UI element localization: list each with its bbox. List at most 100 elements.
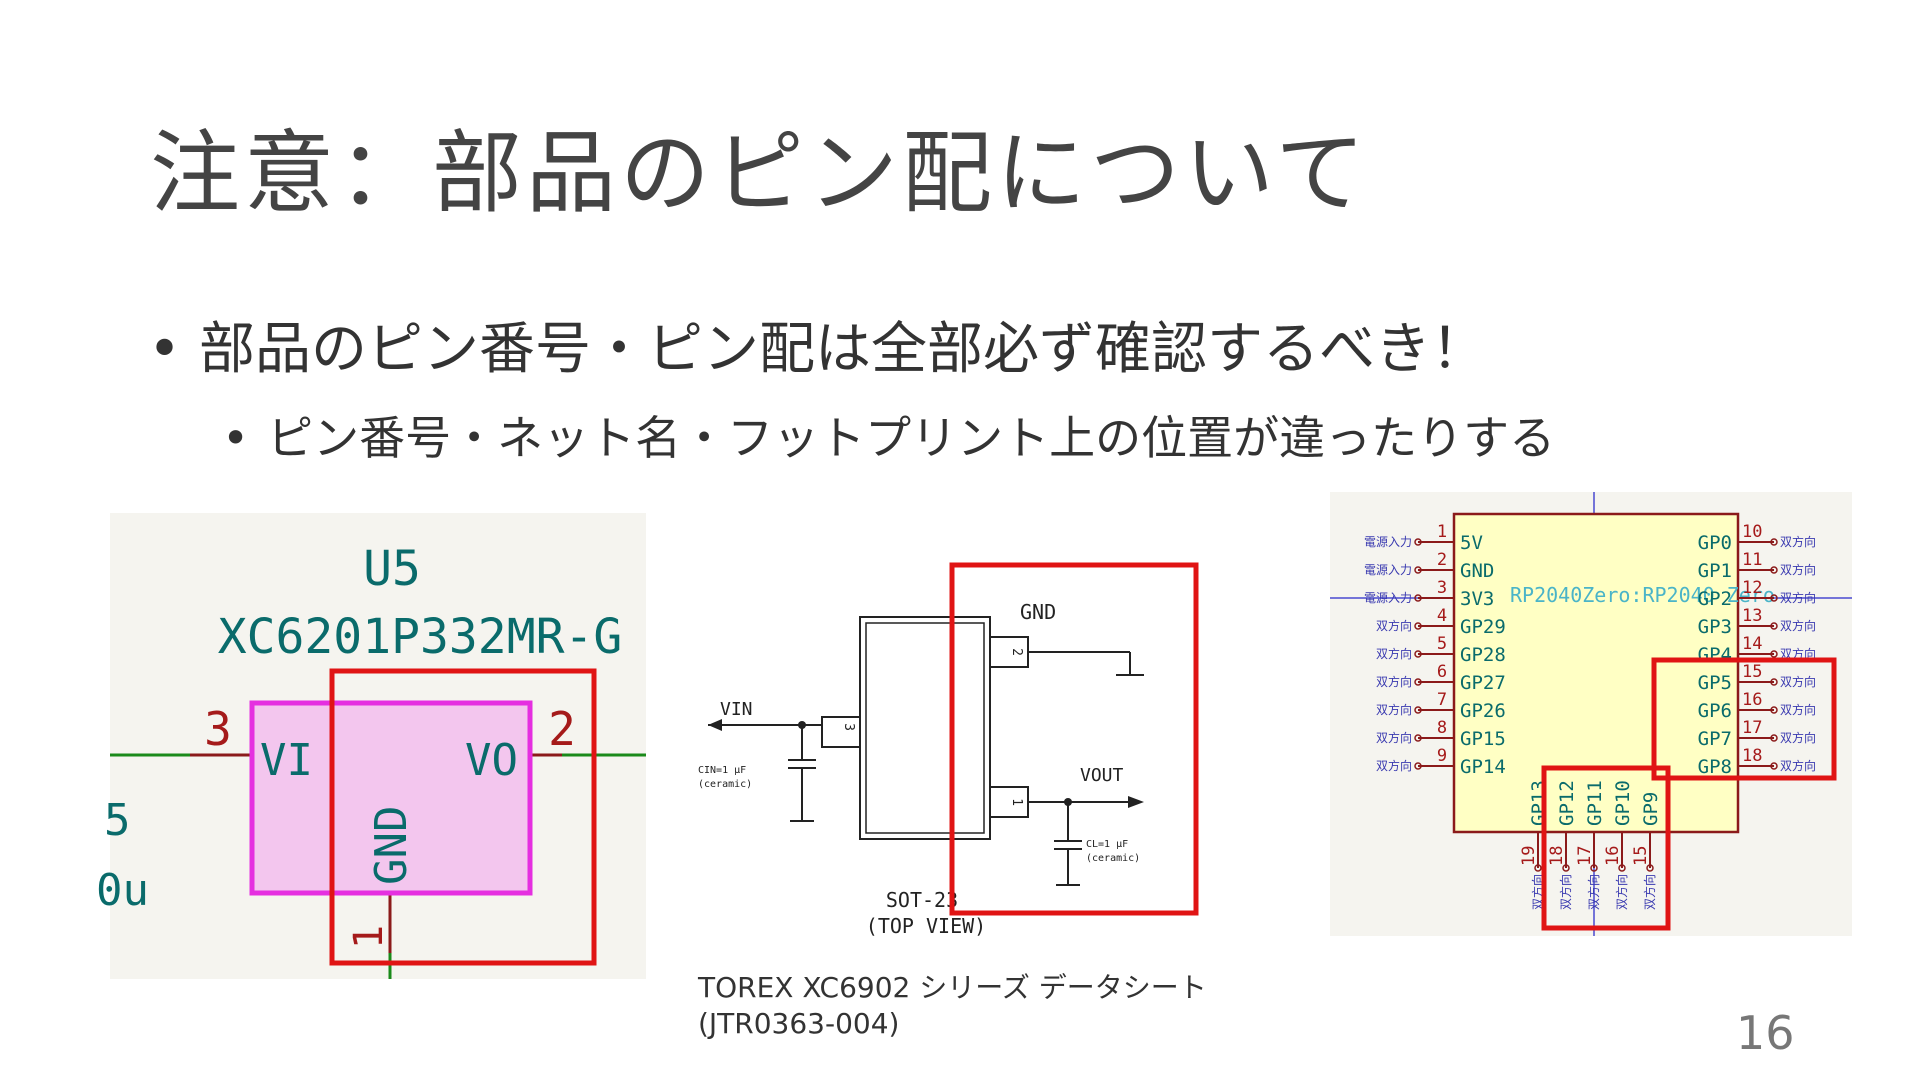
pin-name: 3V3 xyxy=(1460,588,1494,610)
highlight-box xyxy=(949,562,1199,916)
slide-title: 注意：部品のピン配について xyxy=(150,121,1370,226)
pin-type: 双方向 xyxy=(1780,702,1816,717)
vout-arrow xyxy=(1128,796,1144,808)
bullet-dot: • xyxy=(148,317,182,382)
left-partial-value: 0u xyxy=(96,865,149,916)
pin-name: GP15 xyxy=(1460,728,1506,750)
pin-end xyxy=(1770,734,1778,742)
pin-number: 16 xyxy=(1742,690,1762,710)
pin-name: GP29 xyxy=(1460,616,1506,638)
pin-number: 3 xyxy=(1437,578,1447,598)
pin-end xyxy=(1590,864,1598,872)
pin-end xyxy=(1534,864,1542,872)
pin-name: GP6 xyxy=(1698,700,1732,722)
pin3-pad xyxy=(821,716,861,748)
pin-end xyxy=(1414,566,1422,574)
pin-name: 5V xyxy=(1460,532,1483,554)
pin-end xyxy=(1770,594,1778,602)
pin-number: 16 xyxy=(1603,846,1623,866)
symbol-id-overlay: RP2040Zero:RP2040 Zero xyxy=(1510,583,1775,607)
pin-type: 双方向 xyxy=(1780,618,1816,633)
pin3-label: 3 xyxy=(841,723,856,731)
pin-number: 12 xyxy=(1742,578,1762,598)
pin-end xyxy=(1414,678,1422,686)
package-label: SOT-23 xyxy=(886,888,958,912)
pin-number: 18 xyxy=(1547,846,1567,866)
pin-name: GP0 xyxy=(1698,532,1732,554)
pin-number: 1 xyxy=(1437,522,1447,542)
pin-end xyxy=(1414,734,1422,742)
pin-vo-name: VO xyxy=(465,735,518,786)
pin-gnd-number: 1 xyxy=(346,925,392,949)
pin-type: 双方向 xyxy=(1614,874,1629,910)
pin-number: 18 xyxy=(1742,746,1762,766)
pin-number: 7 xyxy=(1437,690,1447,710)
pin2-pad xyxy=(989,636,1029,668)
bullet-level2: • ピン番号・ネット名・フットプリント上の位置が違ったりする xyxy=(222,402,1555,468)
pin-end xyxy=(1414,762,1422,770)
pin-vo-number: 2 xyxy=(548,702,576,756)
pin-end xyxy=(1414,538,1422,546)
pin-number: 2 xyxy=(1437,550,1447,570)
pin-number: 13 xyxy=(1742,606,1762,626)
pin-type: 電源入力 xyxy=(1364,591,1412,605)
pin-number: 15 xyxy=(1631,846,1651,866)
pin-number: 11 xyxy=(1742,550,1762,570)
pin-name: GP8 xyxy=(1698,756,1732,778)
pin-number: 17 xyxy=(1742,718,1762,738)
pin-end xyxy=(1646,864,1654,872)
pin-name: GP27 xyxy=(1460,672,1506,694)
pin-name: GP3 xyxy=(1698,616,1732,638)
pin-type: 双方向 xyxy=(1780,534,1816,549)
highlight-box xyxy=(329,668,597,966)
pin-name: GP12 xyxy=(1556,780,1578,826)
pin-type: 双方向 xyxy=(1780,562,1816,577)
bullet-level2-text: ピン番号・ネット名・フットプリント上の位置が違ったりする xyxy=(267,411,1556,465)
pin-name: GP28 xyxy=(1460,644,1506,666)
pin-type: 双方向 xyxy=(1586,874,1601,910)
left-partial-label: 5 xyxy=(104,795,131,846)
pin-type: 双方向 xyxy=(1642,874,1657,910)
kicad-ldo-symbol-figure: U5 XC6201P332MR-G 3 2 VI VO GND 1 5 0u xyxy=(96,513,646,979)
pin-type: 双方向 xyxy=(1780,674,1816,689)
pin-end xyxy=(1414,706,1422,714)
pin-gnd-name: GND xyxy=(366,806,417,885)
pin-type: 双方向 xyxy=(1780,646,1816,661)
bullet-level1: • 部品のピン番号・ピン配は全部必ず確認するべき！ xyxy=(148,304,1487,385)
pin-end xyxy=(1414,622,1422,630)
pin-vi-name: VI xyxy=(260,735,313,786)
pin-type: 双方向 xyxy=(1376,618,1412,633)
component-ref: U5 xyxy=(363,541,421,597)
bullet-level1-text: 部品のピン番号・ピン配は全部必ず確認するべき！ xyxy=(199,317,1488,382)
pin-number: 9 xyxy=(1437,746,1447,766)
page-number: 16 xyxy=(1736,1006,1795,1060)
pin-end xyxy=(1770,762,1778,770)
pin-name: GP26 xyxy=(1460,700,1506,722)
pin-end xyxy=(1770,566,1778,574)
pin-vi-number: 3 xyxy=(204,702,232,756)
pin-type: 双方向 xyxy=(1530,874,1545,910)
datasheet-sot23-figure: 3 2 1 GND VIN CIN=1 μF (ceramic) VOUT CL… xyxy=(690,555,1210,955)
pin-type: 双方向 xyxy=(1376,646,1412,661)
pin-name: GP5 xyxy=(1698,672,1732,694)
pin-type: 双方向 xyxy=(1376,758,1412,773)
pin-number: 5 xyxy=(1437,634,1447,654)
pin-end xyxy=(1562,864,1570,872)
caption-line2: (JTR0363-004) xyxy=(698,1007,900,1040)
pin-number: 14 xyxy=(1742,634,1762,654)
pin-end xyxy=(1618,864,1626,872)
pin-name: GP1 xyxy=(1698,560,1732,582)
vin-label: VIN xyxy=(720,699,753,720)
bullet-dot: • xyxy=(222,411,250,465)
pin-type: 双方向 xyxy=(1780,730,1816,745)
pin-end xyxy=(1414,650,1422,658)
pin-type: 双方向 xyxy=(1780,590,1816,605)
caption-line1: TOREX XC6902 シリーズ データシート xyxy=(698,971,1207,1004)
pin-type: 双方向 xyxy=(1376,674,1412,689)
pin-number: 10 xyxy=(1742,522,1762,542)
highlight-box-right xyxy=(1651,657,1837,781)
pin-number: 17 xyxy=(1575,846,1595,866)
pin-end xyxy=(1770,678,1778,686)
pin-name: GP4 xyxy=(1698,644,1732,666)
ic-body xyxy=(249,700,533,896)
